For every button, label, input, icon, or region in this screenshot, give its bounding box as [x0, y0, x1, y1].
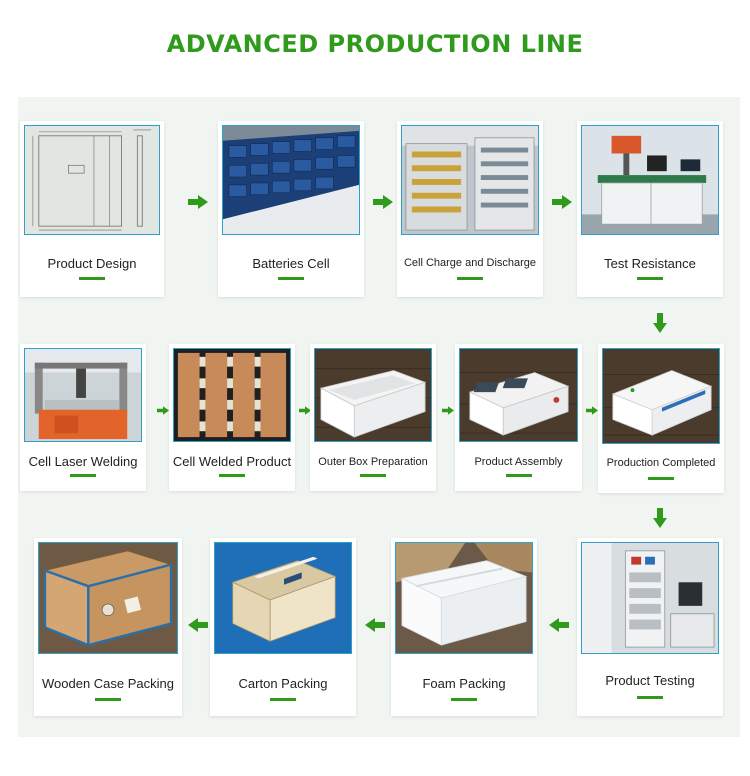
arrow-right-icon — [586, 406, 598, 415]
step-card-product-assembly[interactable]: Product Assembly — [455, 344, 582, 491]
step-card-wooden-case-packing[interactable]: Wooden Case Packing — [34, 538, 182, 716]
test-bench-icon — [581, 125, 719, 235]
carton-box-icon — [214, 542, 352, 654]
step-underline — [648, 477, 674, 480]
foam-packing-icon — [395, 542, 533, 654]
charging-cabinet-icon — [401, 125, 539, 235]
arrow-right-icon — [552, 195, 572, 209]
step-underline — [637, 696, 663, 699]
step-underline — [219, 474, 245, 477]
step-label: Carton Packing — [238, 676, 328, 691]
step-underline — [270, 698, 296, 701]
step-underline — [70, 474, 96, 477]
step-card-outer-box[interactable]: Outer Box Preparation — [310, 344, 436, 491]
step-card-product-design[interactable]: Product Design — [20, 121, 164, 297]
step-underline — [95, 698, 121, 701]
test-rack-icon — [581, 542, 719, 654]
step-card-batteries-cell[interactable]: Batteries Cell — [218, 121, 364, 297]
outer-box-icon — [314, 348, 432, 442]
step-underline — [457, 277, 483, 280]
assembly-icon — [459, 348, 578, 442]
step-label: Product Design — [47, 256, 137, 271]
step-underline — [278, 277, 304, 280]
step-card-test-resistance[interactable]: Test Resistance — [577, 121, 723, 297]
arrow-right-icon — [157, 406, 169, 415]
arrow-down-icon — [653, 313, 667, 333]
step-underline — [637, 277, 663, 280]
step-underline — [505, 474, 532, 477]
arrow-right-icon — [299, 406, 311, 415]
step-underline — [79, 277, 105, 280]
welded-cells-icon — [173, 348, 291, 442]
battery-cells-icon — [222, 125, 360, 235]
step-card-carton-packing[interactable]: Carton Packing — [210, 538, 356, 716]
step-label: Product Testing — [605, 673, 695, 688]
arrow-down-icon — [653, 508, 667, 528]
step-label: Outer Box Preparation — [318, 456, 428, 468]
step-label: Cell Laser Welding — [28, 454, 138, 469]
arrow-left-icon — [365, 618, 385, 632]
arrow-right-icon — [373, 195, 393, 209]
step-label: Batteries Cell — [252, 256, 330, 271]
wooden-crate-icon — [38, 542, 178, 654]
step-underline — [451, 698, 477, 701]
arrow-right-icon — [188, 195, 208, 209]
step-card-production-completed[interactable]: Production Completed — [598, 344, 724, 493]
laser-welder-icon — [24, 348, 142, 442]
arrow-left-icon — [549, 618, 569, 632]
step-card-cell-laser-welding[interactable]: Cell Laser Welding — [20, 344, 146, 491]
arrow-left-icon — [188, 618, 208, 632]
page-title: ADVANCED PRODUCTION LINE — [166, 30, 584, 58]
step-card-cell-charge[interactable]: Cell Charge and Discharge — [397, 121, 543, 297]
step-label: Product Assembly — [474, 456, 563, 468]
finished-battery-icon — [602, 348, 720, 444]
step-label: Wooden Case Packing — [41, 676, 174, 691]
step-label: Test Resistance — [604, 256, 696, 271]
technical-drawing-icon — [24, 125, 160, 235]
step-underline — [360, 474, 386, 477]
step-label: Cell Charge and Discharge — [403, 257, 537, 269]
step-label: Production Completed — [606, 457, 716, 469]
step-card-product-testing[interactable]: Product Testing — [577, 538, 723, 716]
arrow-right-icon — [442, 406, 454, 415]
step-card-cell-welded-product[interactable]: Cell Welded Product — [169, 344, 295, 491]
step-label: Cell Welded Product — [172, 454, 292, 469]
step-label: Foam Packing — [422, 676, 506, 691]
step-card-foam-packing[interactable]: Foam Packing — [391, 538, 537, 716]
